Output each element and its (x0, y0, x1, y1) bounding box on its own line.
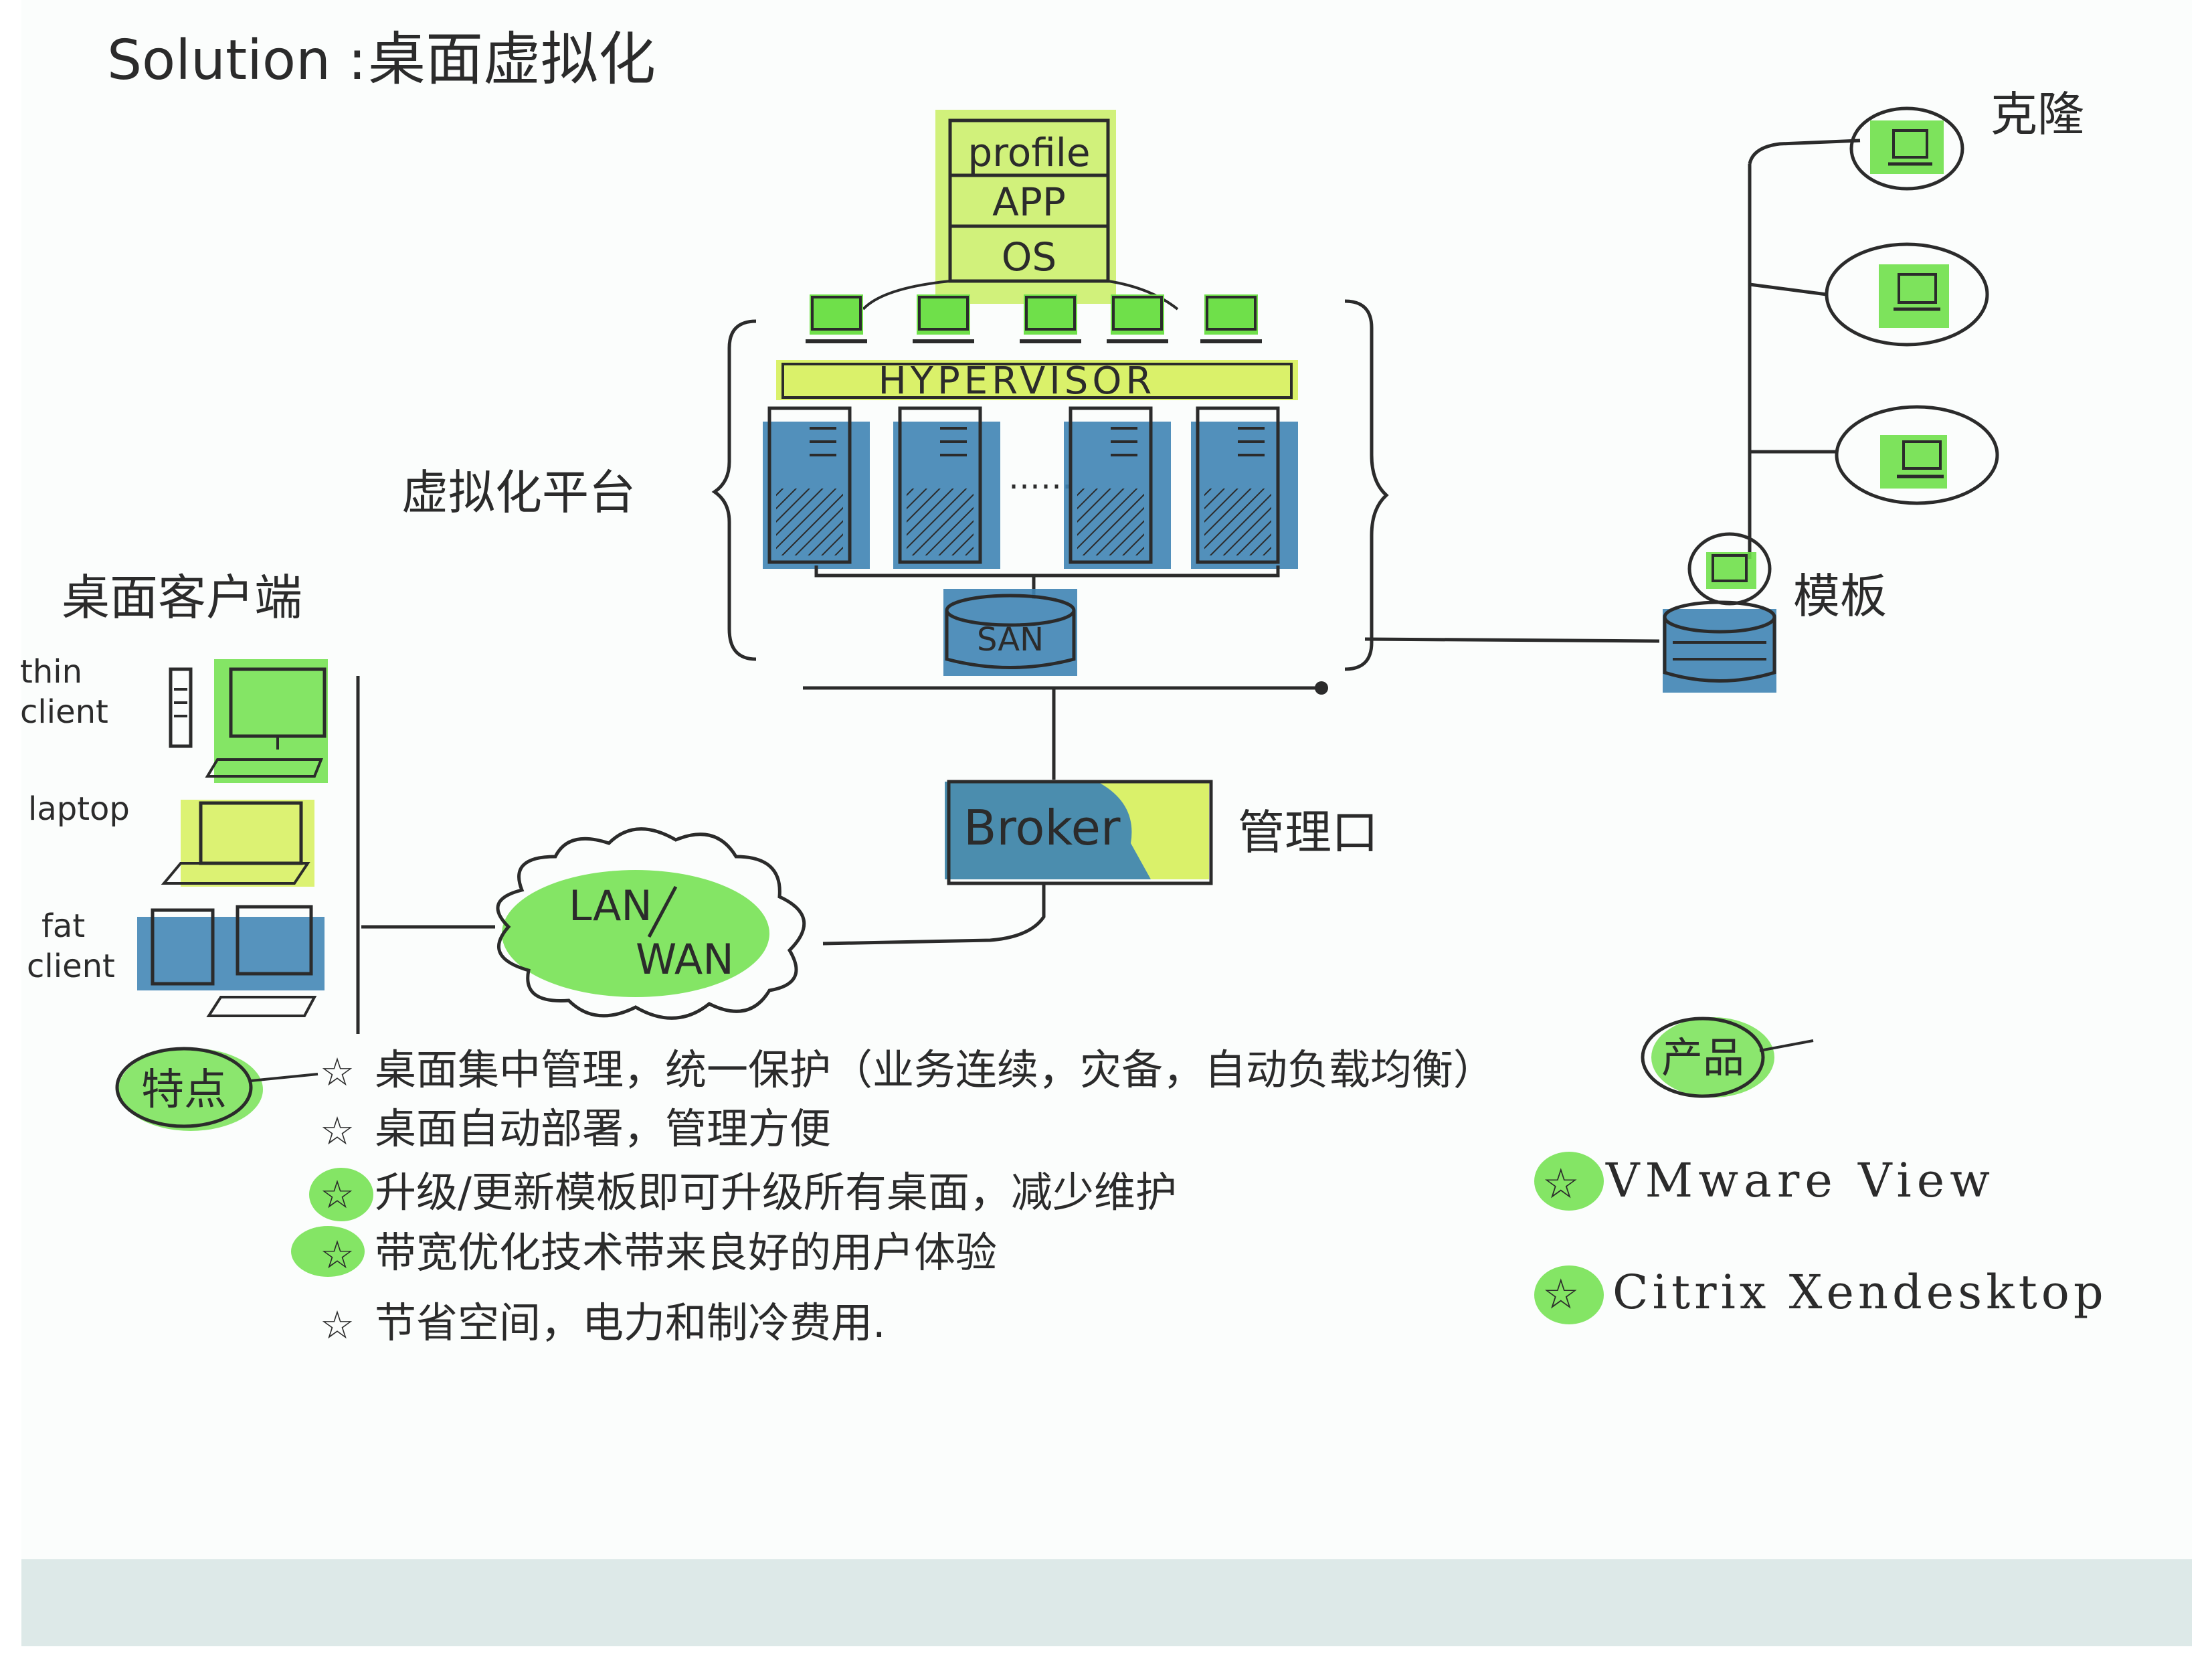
san-label: SAN (977, 621, 1044, 659)
title-colon: : (348, 29, 367, 92)
broker-caption: 管理口 (1238, 805, 1378, 860)
vm-layer-os: OS (1002, 234, 1056, 280)
feature-text: 节省空间，电力和制冷费用. (375, 1298, 886, 1347)
server-icon (763, 406, 870, 569)
virtual-desktop-icon (1107, 294, 1168, 343)
star-icon: ☆ (1542, 1159, 1580, 1208)
star-icon: ☆ (320, 1302, 355, 1348)
star-icon: ☆ (1542, 1269, 1580, 1318)
star-icon: ☆ (320, 1232, 355, 1278)
vm-stack-box (948, 118, 1110, 283)
platform-brace-group: 虚拟化平台 (401, 299, 1389, 671)
hypervisor-label: HYPERVISOR (879, 359, 1156, 403)
vm-stack-highlight (935, 110, 1116, 304)
feature-text: 桌面集中管理，统一保护（业务连续，灾备，自动负载均衡） (375, 1045, 1495, 1094)
network-label-wan: WAN (636, 935, 734, 984)
broker-label: Broker (963, 800, 1121, 856)
scanner-bottom-strip (21, 1559, 2192, 1646)
feature-text: 升级/更新模板即可升级所有桌面，减少维护 (375, 1168, 1177, 1217)
products-badge: 产品 (1661, 1033, 1744, 1082)
product-name: Citrix Xendesktop (1612, 1265, 2108, 1320)
hypervisor-bar: HYPERVISOR (776, 359, 1298, 403)
features-badge-outline (115, 1047, 253, 1128)
network-label-lan: LAN (569, 881, 652, 930)
feature-item: ☆ 节省空间，电力和制冷费用. (320, 1298, 886, 1348)
platform-label: 虚拟化平台 (401, 465, 636, 520)
vm-stack: profile APP OS (862, 110, 1179, 311)
clone-desktop (1849, 106, 1964, 191)
thin-client: thin client (20, 653, 328, 783)
star-icon: ☆ (320, 1049, 355, 1095)
product-item: ☆ VMware View (1534, 1152, 1995, 1211)
feature-text: 带宽优化技术带来良好的用户体验 (375, 1228, 997, 1277)
laptop-label: laptop (28, 790, 130, 828)
vm-layer-app: APP (992, 179, 1066, 225)
junction-dot (1315, 681, 1328, 695)
virtual-desktop-icon (1020, 294, 1081, 343)
title-text: 桌面虚拟化 (368, 26, 656, 93)
laptop-client: laptop (28, 790, 314, 887)
broker: Broker 管理口 (945, 780, 1378, 885)
clone-desktop (1825, 242, 1989, 347)
fat-client-keyboard (206, 996, 317, 1017)
feature-item: ☆ 桌面自动部署，管理方便 (320, 1104, 831, 1154)
title-prefix: Solution (107, 29, 331, 92)
product-item: ☆ Citrix Xendesktop (1534, 1265, 2108, 1324)
thin-client-box (169, 667, 193, 748)
left-brace (711, 319, 757, 661)
server-icon (1191, 406, 1298, 569)
fat-client-label-1: fat (41, 907, 85, 945)
template-image (1663, 532, 1776, 693)
virtual-desktop-row (806, 294, 1262, 343)
fat-client-label-2: client (27, 948, 115, 985)
virtual-desktop-icon (806, 294, 867, 343)
product-name: VMware View (1605, 1153, 1995, 1208)
server-bus (814, 565, 1280, 578)
cloud-outline (496, 827, 806, 1020)
feature-item: ☆ 带宽优化技术带来良好的用户体验 (291, 1226, 997, 1278)
virtual-desktop-icon (913, 294, 974, 343)
template-and-clones: 克隆 模板 (1663, 87, 2084, 693)
products-section: 产品 ☆ VMware View ☆ Citrix Xendesktop (1534, 1017, 2108, 1324)
connection-lines (356, 637, 1660, 1034)
feature-text: 桌面自动部署，管理方便 (375, 1104, 831, 1153)
feature-item: ☆ 桌面集中管理，统一保护（业务连续，灾备，自动负载均衡） (320, 1045, 1495, 1095)
san-storage: SAN (943, 589, 1077, 676)
features-section: 特点 ☆ 桌面集中管理，统一保护（业务连续，灾备，自动负载均衡） ☆ 桌面自动部… (115, 1045, 1495, 1348)
clone-label: 克隆 (1991, 87, 2084, 142)
physical-servers: …… (763, 406, 1298, 599)
clone-desktop (1835, 405, 1999, 505)
template-label: 模板 (1793, 569, 1887, 624)
server-ellipsis: …… (1008, 459, 1073, 497)
server-icon (1064, 406, 1171, 569)
fat-client-monitor (236, 905, 313, 976)
thin-client-label-1: thin (20, 653, 82, 691)
client-section-title: 桌面客户端 (62, 569, 302, 626)
virtual-desktop-icon (1200, 294, 1262, 343)
page-title: Solution : 桌面虚拟化 (107, 26, 656, 93)
lan-wan-cloud: LAN WAN (496, 827, 806, 1020)
laptop-keyboard (161, 862, 310, 885)
fat-client-tower (151, 908, 215, 986)
right-brace (1344, 299, 1389, 671)
features-badge: 特点 (141, 1065, 227, 1115)
vm-layer-profile: profile (967, 130, 1090, 175)
fat-client: fat client (27, 905, 325, 1017)
star-icon: ☆ (320, 1108, 355, 1154)
server-icon (893, 406, 1000, 569)
thin-client-keyboard (205, 758, 323, 778)
thin-client-label-2: client (20, 693, 108, 731)
feature-item: ☆ 升级/更新模板即可升级所有桌面，减少维护 (309, 1168, 1177, 1221)
star-icon: ☆ (320, 1172, 355, 1217)
client-section: 桌面客户端 thin client laptop fat client (20, 569, 328, 1017)
products-badge-outline (1641, 1017, 1765, 1098)
